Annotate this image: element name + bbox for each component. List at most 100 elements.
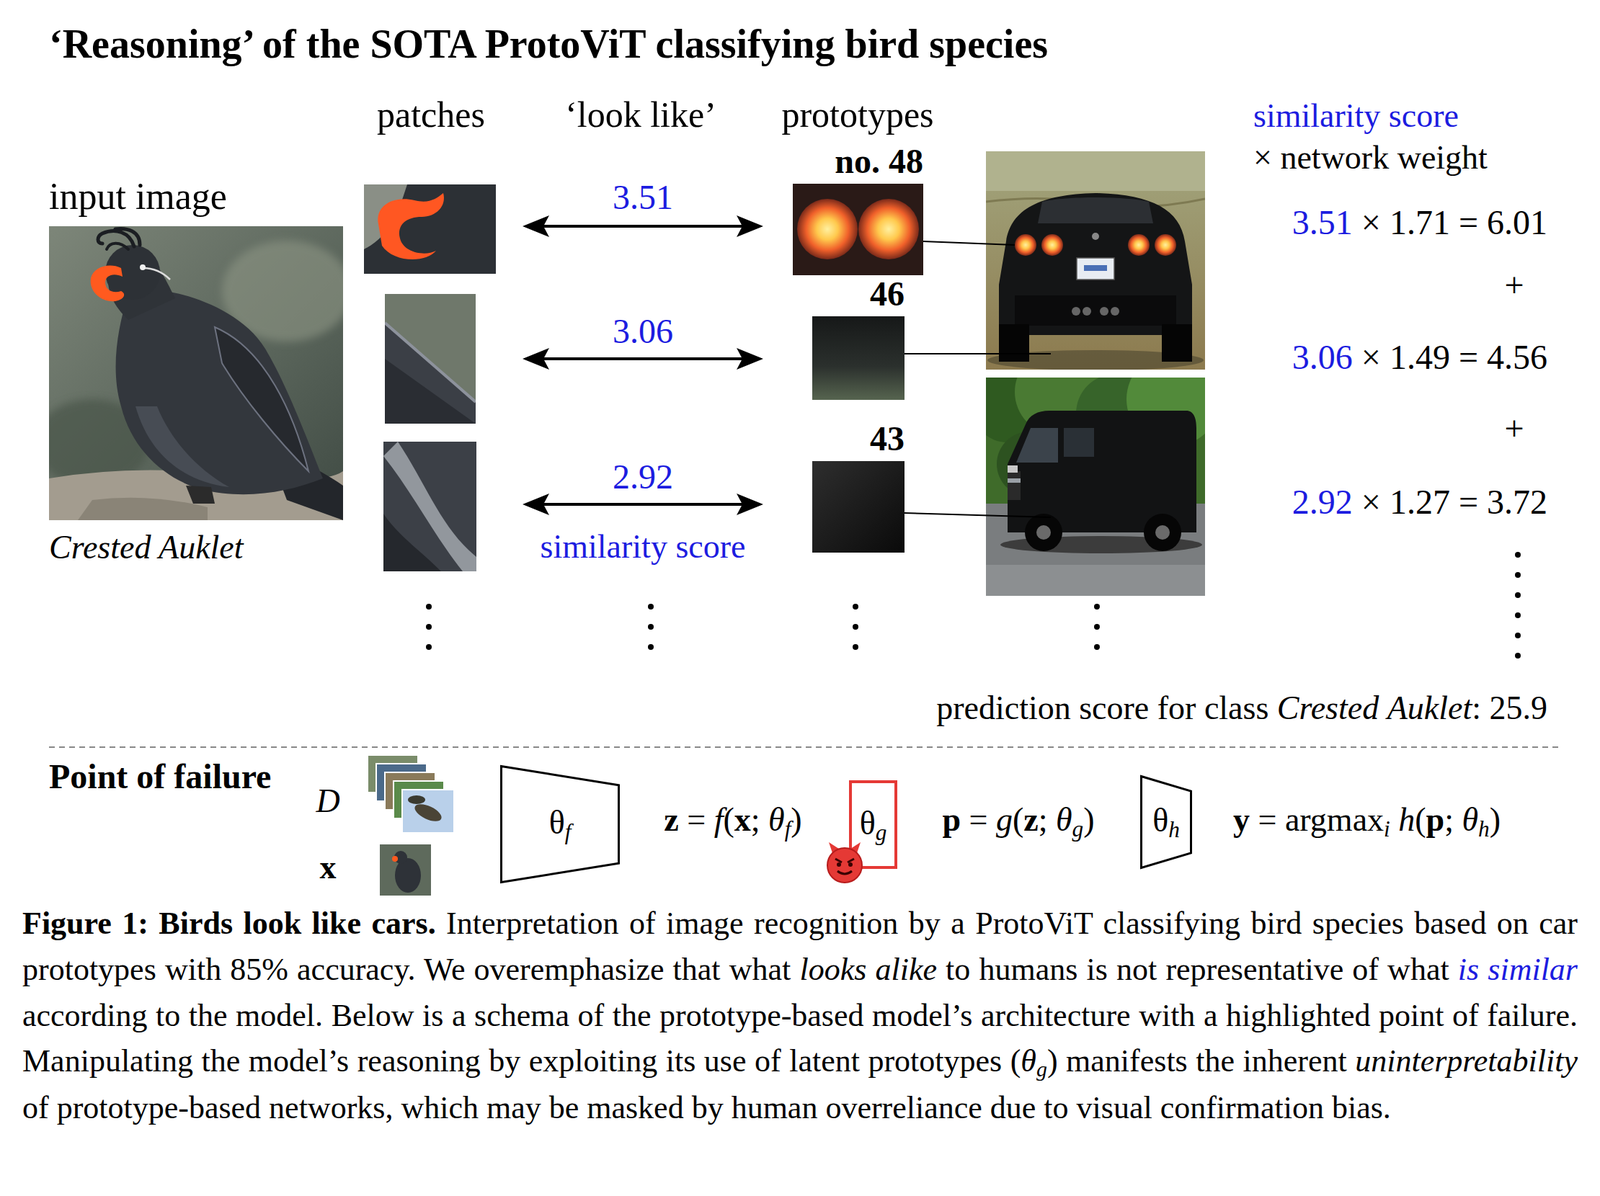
van-photo bbox=[1007, 410, 1197, 533]
symbol-label: D bbox=[315, 781, 340, 821]
dataset-thumbnails bbox=[412, 800, 444, 825]
ellipsis-dots bbox=[1514, 592, 1521, 599]
caption-slot: Figure 1: Birds look like cars. Interpre… bbox=[22, 900, 1578, 1132]
trapezoid-outline bbox=[501, 766, 620, 883]
text-run: f bbox=[784, 816, 792, 842]
van-photo bbox=[1155, 525, 1170, 540]
dataset-thumbnails bbox=[402, 789, 455, 834]
bird-photo bbox=[185, 485, 215, 504]
ellipsis-dots bbox=[852, 603, 859, 610]
ellipsis-dots bbox=[1094, 624, 1100, 630]
text-run: z bbox=[663, 801, 679, 839]
van-photo bbox=[1143, 513, 1182, 552]
bird-photo bbox=[139, 264, 146, 271]
car-photo bbox=[1127, 234, 1150, 256]
column-header: similarity score bbox=[1253, 95, 1459, 136]
ellipsis-dots bbox=[425, 644, 432, 651]
van-photo bbox=[1063, 428, 1095, 457]
image-heading: input image bbox=[49, 174, 228, 220]
ellipsis-dots bbox=[425, 624, 432, 630]
label-slot: similarity score bbox=[540, 526, 746, 567]
leader-line bbox=[904, 241, 1051, 518]
text-run: y bbox=[1233, 801, 1250, 839]
image-patch bbox=[383, 441, 477, 572]
image-patch bbox=[383, 441, 477, 572]
text-run: g bbox=[1036, 1058, 1048, 1082]
bird-photo bbox=[90, 265, 125, 302]
image-patch bbox=[377, 193, 444, 260]
ellipsis-dots bbox=[425, 552, 1521, 659]
ellipsis-dots bbox=[647, 624, 654, 630]
double-arrow bbox=[736, 493, 764, 516]
image-patch bbox=[383, 441, 477, 572]
formula: y = argmaxi h(p; θh) bbox=[1233, 800, 1501, 843]
devil-icon bbox=[827, 848, 862, 883]
text-run: θ bbox=[1055, 801, 1073, 839]
input-thumbnail bbox=[379, 844, 431, 896]
leader-line bbox=[904, 353, 1051, 355]
car-photo bbox=[1083, 265, 1108, 271]
dataset-thumbnails bbox=[407, 795, 426, 805]
car-photo bbox=[1041, 234, 1064, 256]
double-arrow bbox=[522, 348, 550, 370]
car-photo bbox=[998, 324, 1030, 362]
double-arrow bbox=[540, 224, 746, 228]
label-slot: Crested Auklet bbox=[49, 527, 244, 568]
ellipsis-dots bbox=[1094, 644, 1100, 651]
node-text-holder: 46 bbox=[869, 273, 905, 315]
leader-line bbox=[904, 513, 1051, 518]
text-run: Auklet bbox=[1387, 689, 1473, 727]
formula: z = f(x; θf) bbox=[663, 800, 802, 843]
label-slot: input image bbox=[49, 174, 228, 220]
van-photo bbox=[1016, 428, 1059, 463]
image-patch bbox=[384, 294, 476, 424]
image-patch bbox=[363, 184, 496, 274]
label-slot: 3.51 × 1.71 = 6.01 bbox=[1292, 201, 1548, 244]
double-arrow bbox=[522, 215, 764, 516]
car-photo bbox=[1161, 324, 1193, 362]
car-photo bbox=[1071, 307, 1081, 316]
car-photo bbox=[1014, 234, 1037, 256]
double-arrow bbox=[736, 348, 764, 370]
column-header: × network weight bbox=[1253, 137, 1488, 178]
double-arrow bbox=[540, 503, 746, 506]
prototype-image bbox=[812, 461, 905, 553]
prototype-number: no. 48 bbox=[834, 140, 924, 183]
text-run: h bbox=[1398, 801, 1415, 839]
car-photo bbox=[1082, 307, 1092, 316]
label-slot: × network weight bbox=[1253, 137, 1488, 178]
symbol-label: x bbox=[320, 847, 337, 888]
text-run: θ bbox=[1461, 801, 1479, 839]
score-equation: 3.06 × 1.49 = 4.56 bbox=[1292, 336, 1548, 379]
double-arrow bbox=[736, 215, 764, 238]
car-photo bbox=[1076, 258, 1115, 280]
van-photo bbox=[971, 348, 1221, 597]
similarity-value: 3.51 bbox=[612, 176, 674, 219]
devil-icon bbox=[836, 862, 842, 868]
label-slot: 2.92 × 1.27 = 3.72 bbox=[1292, 481, 1548, 524]
axis-note: similarity score bbox=[540, 526, 746, 567]
prototype-image bbox=[858, 198, 919, 260]
ellipsis-dots bbox=[1514, 652, 1521, 659]
van-photo bbox=[1007, 478, 1021, 483]
car-photo bbox=[1037, 197, 1154, 224]
text-run: h bbox=[1478, 816, 1490, 842]
column-header: prototypes bbox=[781, 92, 934, 137]
image-patch bbox=[384, 322, 476, 403]
label-slot: patches bbox=[376, 92, 486, 137]
bird-photo bbox=[214, 327, 309, 472]
car-photo bbox=[985, 151, 1206, 370]
ellipsis-dots bbox=[852, 644, 859, 651]
car-photo bbox=[1154, 234, 1177, 256]
double-arrow bbox=[522, 493, 550, 516]
node-text-holder: θh bbox=[1140, 775, 1193, 870]
species-name: Crested Auklet bbox=[49, 527, 244, 568]
car-photo bbox=[1110, 307, 1120, 316]
label-slot: 3.06 × 1.49 = 4.56 bbox=[1292, 336, 1548, 379]
devil-icon bbox=[827, 842, 862, 883]
text-run: f bbox=[714, 801, 724, 839]
text-run: θ bbox=[1020, 1043, 1037, 1079]
bird-photo bbox=[135, 406, 230, 488]
text-run: g bbox=[1072, 816, 1084, 842]
label-slot: D bbox=[315, 781, 340, 821]
